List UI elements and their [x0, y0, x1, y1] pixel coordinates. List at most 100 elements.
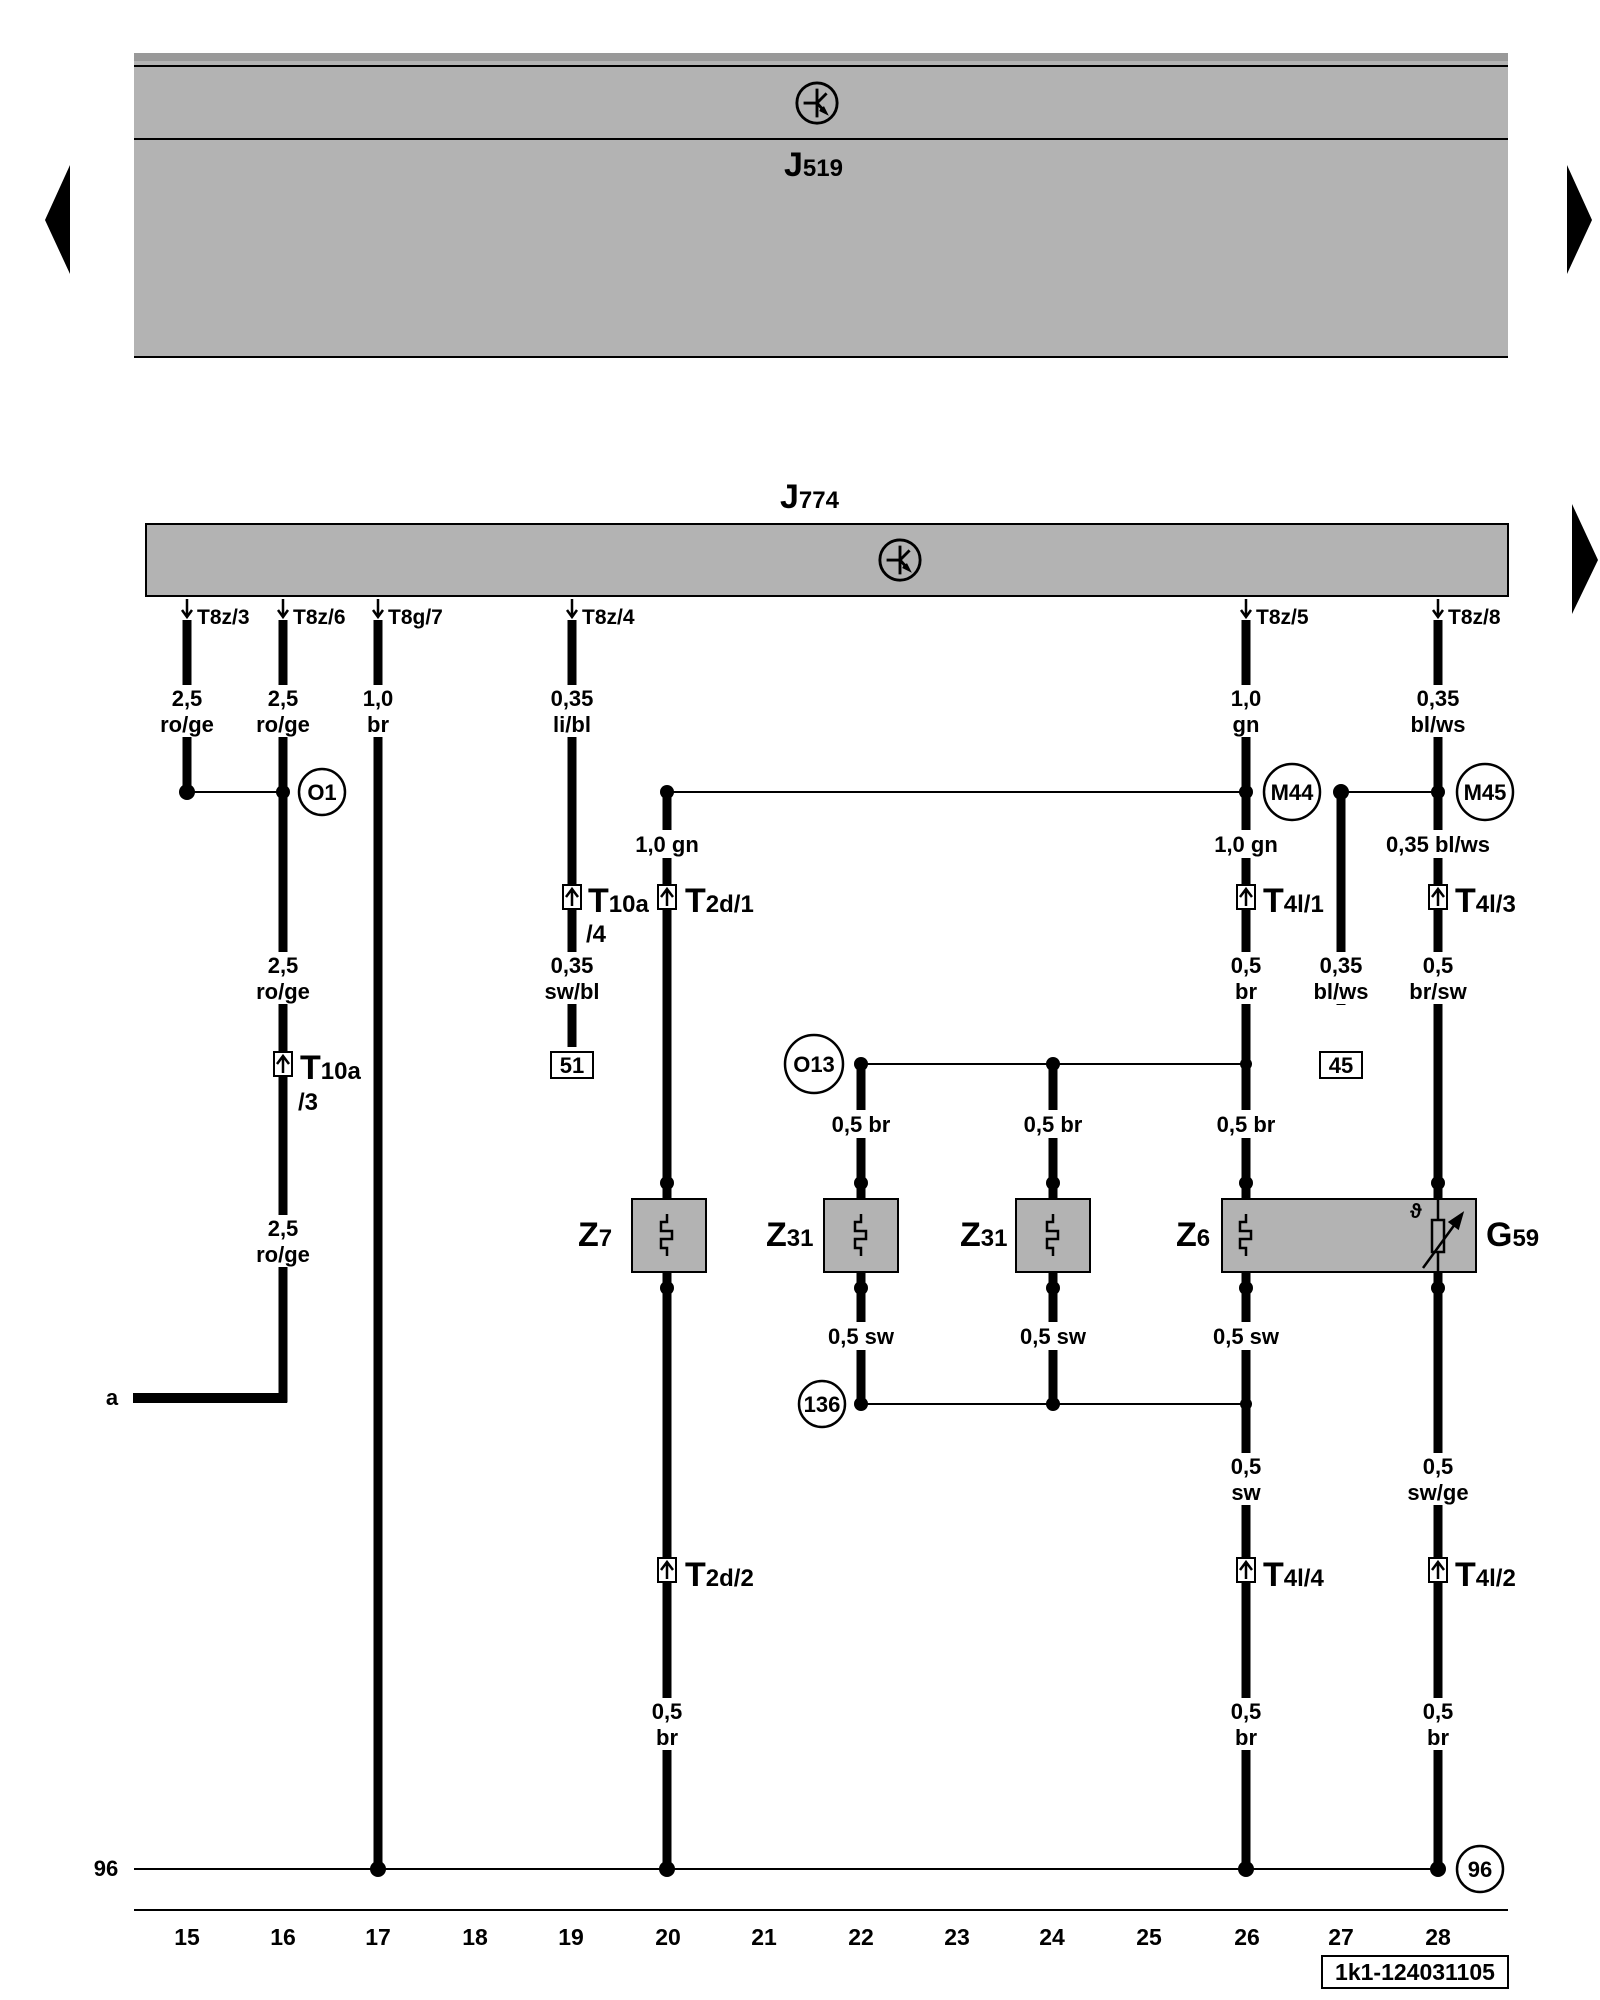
thin-wires [134, 791, 1508, 1911]
column-number: 26 [1234, 1924, 1260, 1950]
wire-size: 0,35 [551, 953, 594, 978]
temperature-sensor-icon [1421, 1199, 1465, 1272]
j519-label: J519 [784, 146, 843, 184]
svg-text:45: 45 [1329, 1053, 1353, 1078]
connector-icon [657, 1557, 677, 1583]
connector-icon [1236, 884, 1256, 910]
wire-color: bl/ws [1410, 712, 1465, 737]
connector-icon [1428, 884, 1448, 910]
connector-t10a-3: T10a [300, 1049, 361, 1087]
control-unit-j519: J519 [134, 53, 1508, 358]
wire-color: li/bl [553, 712, 591, 737]
wire-color: ro/ge [256, 1242, 310, 1267]
wire-color: br [1235, 979, 1257, 1004]
column-number: 20 [655, 1924, 681, 1950]
wire-size: 2,5 [268, 1216, 299, 1241]
wire-size: 0,5 [1231, 1699, 1262, 1724]
column-numbers: 15 16 17 18 19 20 21 22 23 24 25 26 27 2… [174, 1924, 1451, 1950]
pin-arrows [180, 598, 1445, 619]
wire-label-backgrounds [160, 685, 1496, 1750]
connector-t10a-4-pin: /4 [586, 921, 607, 948]
j774-label: J774 [780, 478, 840, 516]
control-unit-j774: J774 [145, 478, 1509, 597]
wire-size: 0,5 [1423, 1699, 1454, 1724]
svg-text:1k1-124031105: 1k1-124031105 [1335, 1959, 1495, 1985]
wire-size: 0,35 [1417, 686, 1460, 711]
point-m45: M45 [1455, 762, 1515, 822]
component-z7: Z7 [578, 1216, 612, 1254]
wire-color: br [367, 712, 389, 737]
column-number: 25 [1136, 1924, 1162, 1950]
connector-t4l-2: T4l/2 [1455, 1556, 1516, 1594]
connector-icon [1428, 1557, 1448, 1583]
component-z31: Z31 [960, 1216, 1007, 1254]
column-number: 24 [1039, 1924, 1065, 1950]
connector-icon [273, 1051, 293, 1077]
wire-size: 0,35 [551, 686, 594, 711]
svg-text:M45: M45 [1464, 780, 1507, 805]
pin-label: T8z/6 [293, 606, 346, 629]
wire-color: ro/ge [256, 712, 310, 737]
next-page-arrow-icon[interactable] [1567, 165, 1592, 274]
column-number: 16 [270, 1924, 296, 1950]
column-number: 19 [558, 1924, 584, 1950]
connector-t4l-1: T4l/1 [1263, 882, 1324, 920]
wire-label: 1,0 gn [635, 832, 699, 857]
wire-label: 0,5 br [1024, 1112, 1083, 1137]
column-number: 27 [1328, 1924, 1354, 1950]
wire-color: br/sw [1409, 979, 1467, 1004]
wire-color: sw [1231, 1480, 1261, 1505]
wire-color: ro/ge [160, 712, 214, 737]
point-o1: O1 [297, 767, 347, 817]
connector-icon [1236, 1557, 1256, 1583]
column-number: 23 [944, 1924, 970, 1950]
pin-label: T8z/4 [582, 606, 635, 629]
wire-label: 0,5 sw [828, 1324, 895, 1349]
wire-color: ro/ge [256, 979, 310, 1004]
theta-symbol: ϑ [1410, 1201, 1422, 1223]
reference-box-51: 51 [550, 1051, 594, 1079]
wire-size: 0,35 [1320, 953, 1363, 978]
svg-text:M44: M44 [1271, 780, 1315, 805]
reference-box-45: 45 [1319, 1051, 1363, 1079]
point-136: 136 [797, 1379, 847, 1429]
pin-label: T8z/8 [1448, 606, 1501, 629]
wire-color: br [1427, 1725, 1449, 1750]
wire-color: br [656, 1725, 678, 1750]
point-m44: M44 [1262, 762, 1322, 822]
point-o13: O13 [783, 1033, 845, 1095]
wire-size: 0,5 [1423, 1454, 1454, 1479]
wire-label: 0,5 sw [1213, 1324, 1280, 1349]
svg-text:O1: O1 [307, 780, 336, 805]
wire-size: 0,5 [1423, 953, 1454, 978]
edge-label-a: a [106, 1385, 119, 1410]
wire-label: 0,5 br [832, 1112, 891, 1137]
next-page-arrow-icon-lower[interactable] [1572, 504, 1598, 614]
wire-label: 0,5 br [1217, 1112, 1276, 1137]
component-z6: Z6 [1176, 1216, 1210, 1254]
wire-size: 1,0 [363, 686, 394, 711]
component-z31: Z31 [766, 1216, 813, 1254]
column-number: 17 [365, 1924, 391, 1950]
wire-size: 1,0 [1231, 686, 1262, 711]
wire-color: sw/ge [1407, 1480, 1468, 1505]
column-number: 28 [1425, 1924, 1451, 1950]
svg-text:136: 136 [804, 1392, 841, 1417]
connector-t10a-4: T10a [588, 882, 649, 920]
wire-size: 2,5 [172, 686, 203, 711]
component-g59: G59 [1486, 1216, 1539, 1254]
column-number: 18 [462, 1924, 488, 1950]
wire-size: 2,5 [268, 686, 299, 711]
connector-icon [562, 884, 582, 910]
pin-label: T8g/7 [388, 606, 443, 629]
svg-text:96: 96 [1468, 1857, 1492, 1882]
connector-t4l-4: T4l/4 [1263, 1556, 1324, 1594]
svg-text:51: 51 [560, 1053, 584, 1078]
wire-size: 0,5 [1231, 1454, 1262, 1479]
previous-page-arrow-icon[interactable] [45, 165, 70, 274]
pin-label: T8z/3 [197, 606, 250, 629]
svg-text:O13: O13 [793, 1052, 835, 1077]
column-number: 15 [174, 1924, 200, 1950]
wire-color: bl/ws [1313, 979, 1368, 1004]
